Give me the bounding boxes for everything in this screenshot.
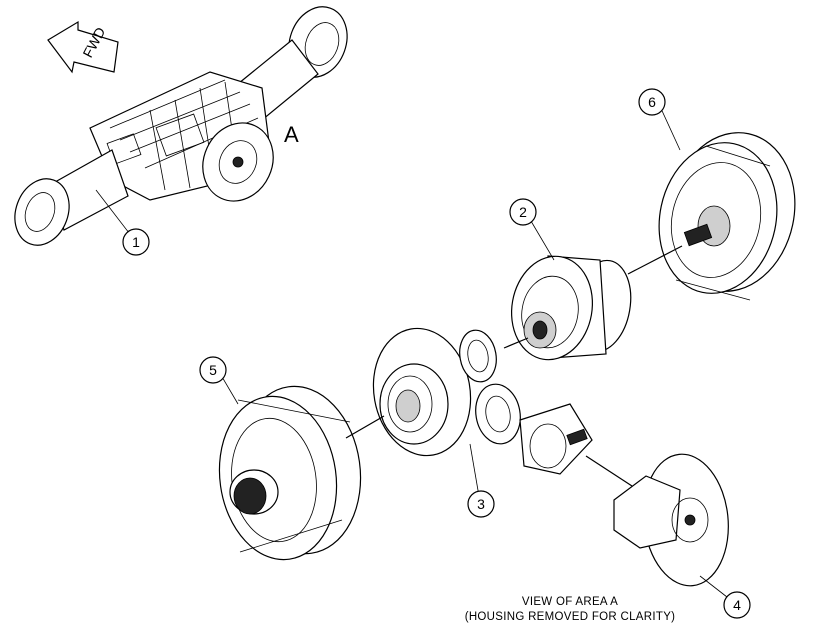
callout-2: 2: [509, 198, 537, 226]
callout-1: 1: [122, 228, 150, 256]
callout-4-number: 4: [733, 597, 741, 613]
component-6-brake-housing: [658, 132, 796, 301]
callout-6-number: 6: [648, 94, 656, 110]
callout-3-number: 3: [477, 496, 485, 512]
callout-3: 3: [467, 490, 495, 518]
forward-arrow-icon: FWD: [47, 20, 119, 74]
caption-housing-note: (HOUSING REMOVED FOR CLARITY): [464, 611, 676, 623]
callout-1-number: 1: [132, 234, 140, 250]
component-3-disc-gear: [372, 327, 521, 457]
callout-2-number: 2: [519, 204, 527, 220]
yoke-hub-part: [519, 403, 593, 475]
shaft-line-yoke-4: [585, 455, 633, 487]
callout-5-number: 5: [209, 362, 217, 378]
component-5-outer-housing: [218, 385, 362, 561]
axle-housing-assembly: [14, 6, 348, 246]
shaft-line-2-6: [627, 245, 683, 275]
shaft-line-5-3: [345, 415, 385, 439]
callout-4: 4: [723, 591, 751, 619]
callout-5: 5: [199, 356, 227, 384]
leader-line-2: [527, 215, 555, 261]
shaft-line-ring-2: [503, 337, 529, 349]
callout-6: 6: [638, 88, 666, 116]
caption-view-title: VIEW OF AREA A: [521, 596, 619, 608]
component-2-carrier: [510, 255, 632, 361]
component-4-caliper-disc: [613, 453, 729, 587]
area-a-label: A: [284, 122, 299, 147]
